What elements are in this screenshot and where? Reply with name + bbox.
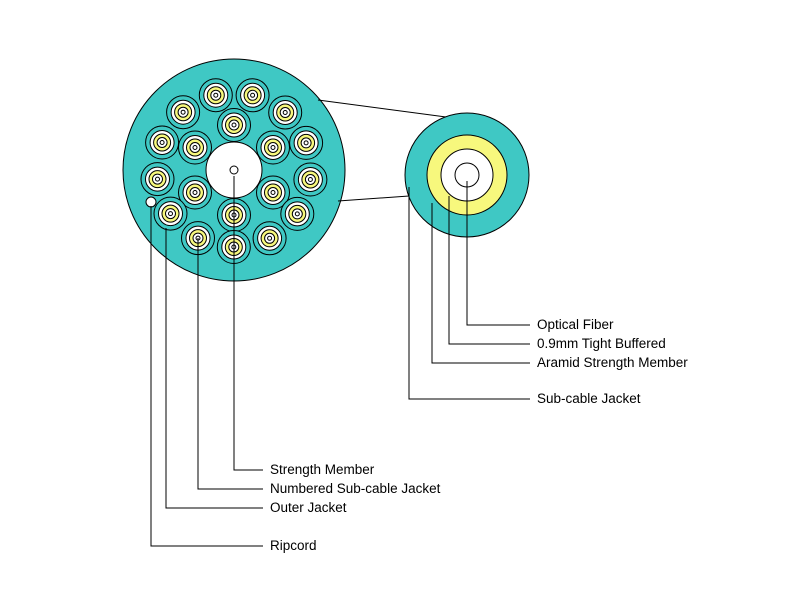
leader-line-ripcord — [150, 206, 263, 547]
sub-cable-fiber-core — [192, 190, 198, 195]
sub-cable — [256, 175, 290, 210]
sub-cable — [280, 196, 315, 231]
sub-cable-fiber-core — [159, 140, 165, 145]
sub-cable — [140, 162, 175, 197]
sub-cable — [198, 78, 233, 113]
sub-cable-fiber-core — [168, 211, 173, 217]
leader-line-strength-member — [233, 176, 263, 471]
sub-cable — [145, 125, 180, 160]
sub-cable — [235, 78, 270, 113]
leader-line-tight-buffered — [448, 196, 530, 345]
sub-cable-fiber-core — [303, 140, 309, 146]
label-numbered-sub-cable-jacket: Numbered Sub-cable Jacket — [270, 481, 441, 496]
sub-cable — [178, 130, 212, 165]
sub-cable — [166, 95, 201, 130]
leader-lines — [150, 176, 530, 547]
sub-cable-bundle — [140, 78, 328, 264]
ripcord-dot — [145, 196, 157, 208]
label-tight-buffered: 0.9mm Tight Buffered — [537, 336, 666, 351]
sub-cable — [293, 162, 328, 197]
sub-cable-fiber-core — [270, 190, 276, 195]
strength-member-core-dot — [229, 165, 239, 175]
sub-cable-fiber-core — [282, 110, 288, 115]
zoomed-sub-cable — [404, 112, 530, 238]
sub-cable — [153, 196, 188, 231]
sub-cable-fiber-core — [213, 92, 219, 98]
leader-line-optical-fiber — [466, 181, 530, 326]
label-ripcord: Ripcord — [270, 538, 317, 553]
label-strength-member: Strength Member — [270, 462, 375, 477]
label-outer-jacket: Outer Jacket — [270, 500, 347, 515]
leader-line-numbered-sub-cable-jacket — [197, 238, 263, 490]
zoom-indicator-line-bottom — [337, 195, 410, 202]
sub-cable-fiber-core — [155, 176, 160, 182]
leader-line-sub-cable-jacket — [408, 187, 530, 400]
sub-cable-fiber-core — [180, 109, 186, 115]
leader-line-aramid-strength-member — [431, 203, 530, 364]
label-aramid-strength-member: Aramid Strength Member — [537, 355, 688, 370]
sub-cable — [256, 130, 290, 165]
leader-line-outer-jacket — [165, 228, 263, 509]
sub-cable-fiber-core — [267, 235, 273, 241]
sub-cable-fiber-core — [192, 145, 198, 150]
sub-cable-fiber-core — [307, 177, 313, 182]
sub-cable — [178, 175, 212, 210]
sub-cable — [217, 108, 251, 142]
sub-cable-fiber-core — [250, 92, 256, 98]
zoom-indicator-line-top — [317, 99, 447, 118]
labels: Optical Fiber 0.9mm Tight Buffered Arami… — [270, 317, 688, 553]
sub-cable — [181, 221, 215, 256]
sub-cable-fiber-core — [294, 211, 300, 217]
sub-cable — [268, 95, 303, 130]
sub-cable — [289, 125, 324, 160]
sub-cable-fiber-core — [231, 122, 237, 128]
sub-cable — [252, 221, 287, 256]
sub-cable-fiber-core — [270, 145, 276, 150]
label-optical-fiber: Optical Fiber — [537, 317, 614, 332]
label-sub-cable-jacket: Sub-cable Jacket — [537, 391, 641, 406]
